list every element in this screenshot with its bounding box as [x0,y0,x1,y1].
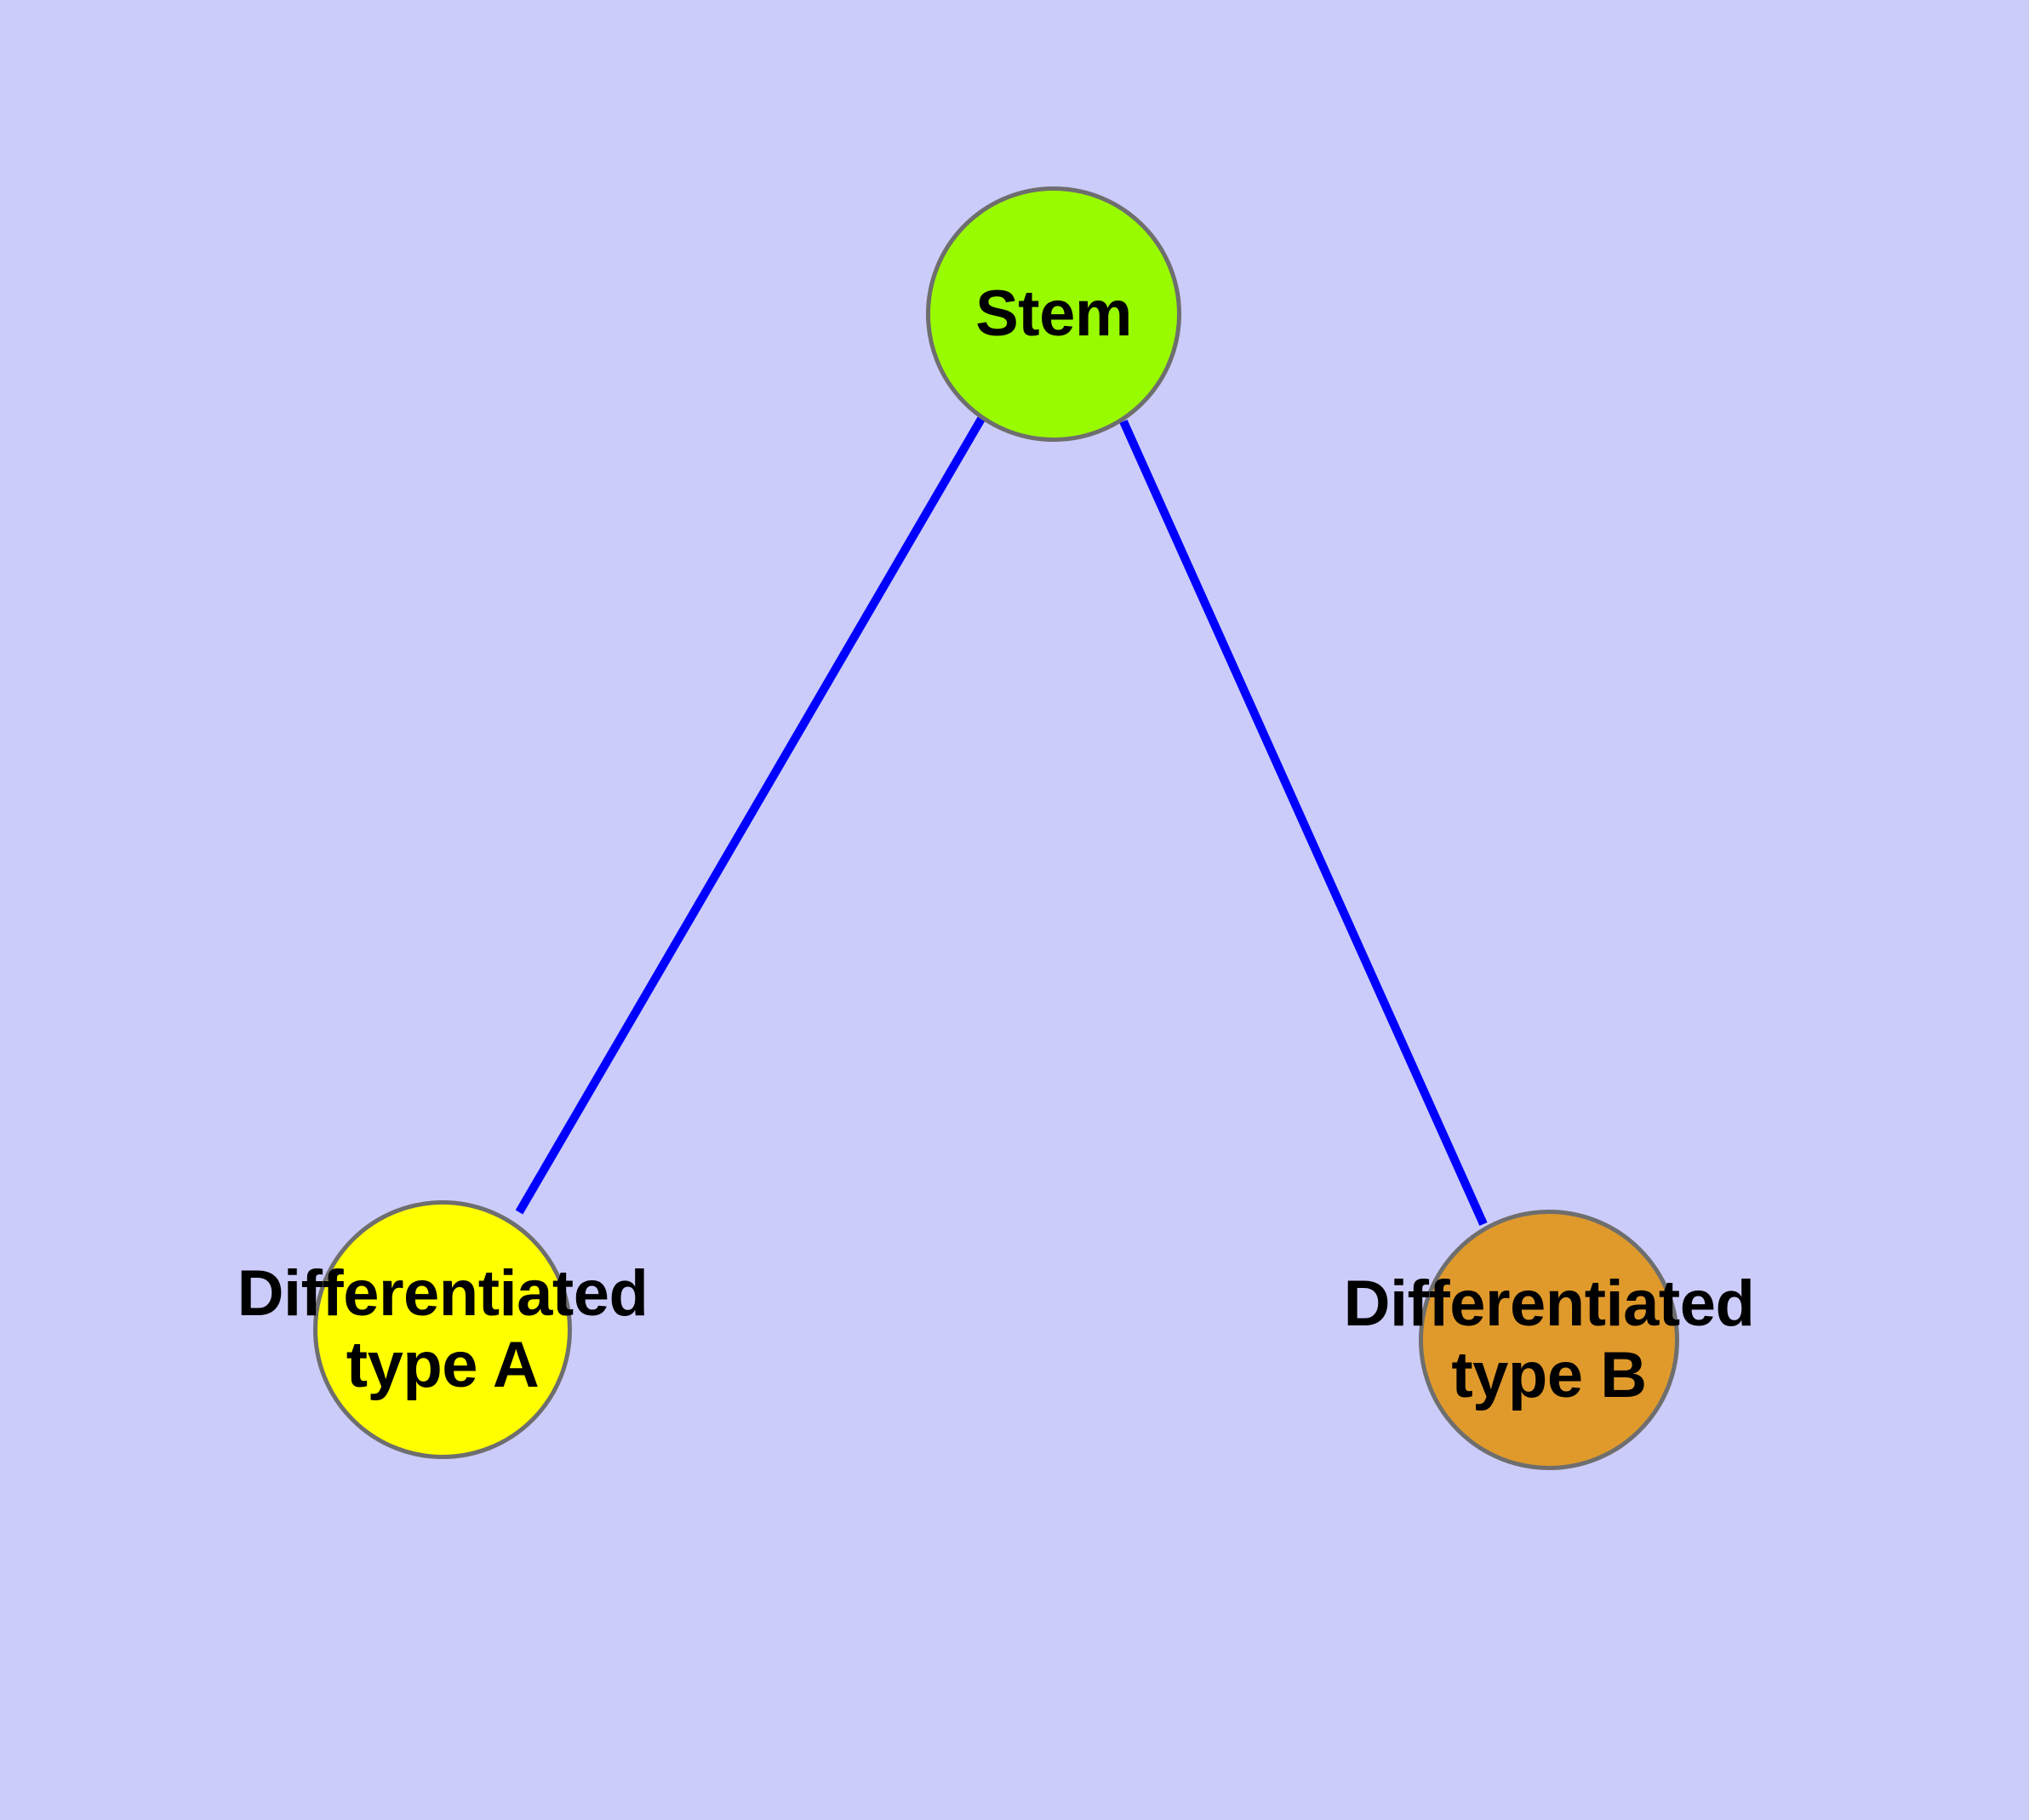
node-differentiated-type-a[interactable] [313,1200,572,1459]
node-differentiated-type-b[interactable] [1419,1210,1679,1470]
node-stem[interactable] [926,186,1181,442]
edge-stem-to-diff-b [1119,419,1488,1227]
edge-stem-to-diff-a [515,416,986,1215]
